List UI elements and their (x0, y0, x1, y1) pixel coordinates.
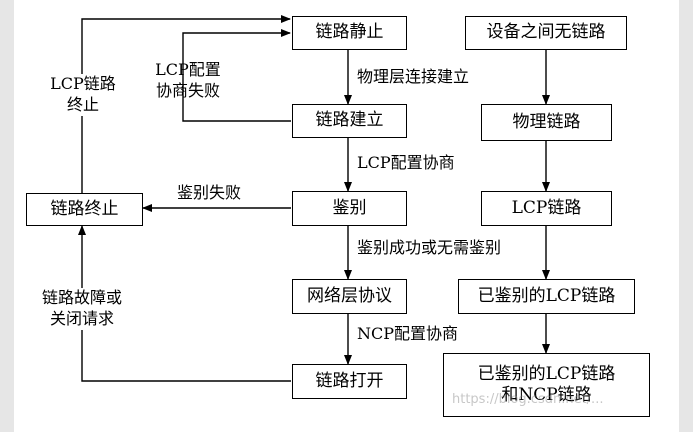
node-link-open: 链路打开 (292, 364, 407, 399)
edge-label-ncp-config-negotiation: NCP配置协商 (357, 324, 459, 343)
arrow-lcp-link-terminated (81, 15, 291, 193)
edge-label-auth-failed: 鉴别失败 (177, 183, 242, 202)
edge-label-lcp-config-failed-line2: 协商失败 (155, 80, 220, 100)
edge-label-lcp-config-failed: LCP配置 协商失败 (143, 60, 233, 102)
right-side-band (679, 0, 693, 432)
edge-label-lcp-config-failed-line1: LCP配置 (155, 60, 221, 79)
edge-label-lcp-link-terminated-line2: 终止 (66, 94, 99, 114)
edge-label-link-fault-line2: 关闭请求 (49, 308, 114, 328)
node-link-terminated: 链路终止 (26, 193, 143, 226)
node-network-layer-protocol: 网络层协议 (292, 279, 407, 314)
node-authenticated-lcp-link: 已鉴别的LCP链路 (458, 279, 635, 314)
edge-label-lcp-link-terminated: LCP链路 终止 (38, 74, 128, 116)
edge-label-lcp-config-negotiation: LCP配置协商 (357, 153, 455, 172)
edge-label-physical-layer-connection: 物理层连接建立 (357, 67, 470, 86)
watermark: https://blog.csdn.net/... (452, 392, 604, 407)
edge-label-link-fault: 链路故障或 关闭请求 (30, 288, 134, 330)
node-lcp-link: LCP链路 (481, 191, 612, 226)
edge-label-auth-success: 鉴别成功或无需鉴别 (357, 238, 502, 257)
node-authenticated-lcp-ncp-link-line2: 和NCP链路 (501, 385, 592, 405)
node-link-established: 链路建立 (292, 104, 407, 138)
node-link-static: 链路静止 (292, 16, 407, 50)
node-physical-link: 物理链路 (481, 104, 612, 141)
edge-label-lcp-link-terminated-line1: LCP链路 (50, 74, 116, 93)
node-no-link: 设备之间无链路 (465, 16, 627, 50)
node-authentication: 鉴别 (292, 191, 407, 226)
edge-label-link-fault-line1: 链路故障或 (41, 288, 122, 307)
node-authenticated-lcp-ncp-link-line1: 已鉴别的LCP链路 (477, 363, 616, 384)
node-authenticated-lcp-ncp-link: 已鉴别的LCP链路 和NCP链路 (443, 353, 650, 417)
left-side-band (0, 0, 14, 432)
arrow-link-fault (78, 225, 291, 382)
arrow-lcp-config-fail (182, 29, 291, 122)
